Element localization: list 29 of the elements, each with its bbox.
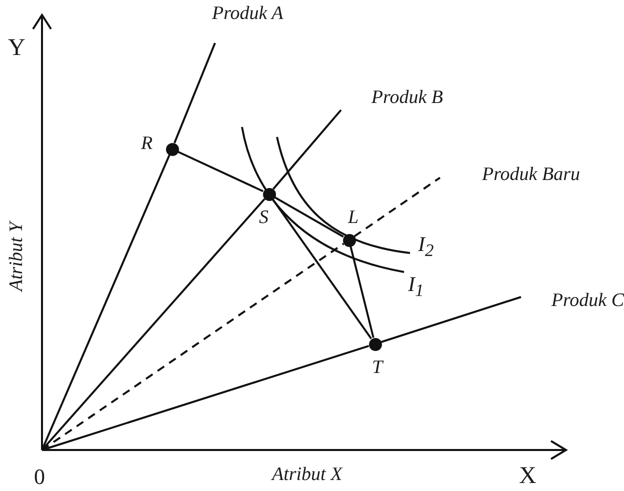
line	[41, 154, 170, 450]
axis-title: Atribut X	[272, 465, 342, 484]
curve-label: I$_{1}$	[408, 274, 424, 300]
line	[174, 42, 216, 144]
line	[274, 196, 344, 238]
point-dot	[262, 188, 276, 200]
point-dot	[166, 142, 178, 156]
line	[380, 296, 522, 343]
axis-label: Y	[8, 36, 26, 60]
line	[272, 198, 372, 340]
line	[350, 246, 374, 338]
point-label: R	[141, 134, 153, 153]
ray-label: Produk Baru	[482, 164, 580, 184]
point-label: T	[372, 358, 383, 377]
point-label: L	[348, 208, 359, 227]
line	[177, 150, 264, 192]
origin-label: 0	[34, 466, 45, 488]
point-dot	[368, 338, 382, 350]
curve-label: I$_{2}$	[418, 234, 434, 260]
ray-label: Produk A	[212, 4, 284, 23]
dashed-line	[354, 176, 441, 238]
axis-title: Atribut Y	[7, 222, 26, 292]
ray-label: Produk C	[551, 290, 624, 310]
ray-label: Produk B	[371, 88, 443, 106]
point-dot	[342, 234, 356, 246]
point-label: S	[259, 208, 268, 227]
axis-label: X	[519, 464, 536, 488]
dashed-line	[41, 242, 344, 451]
line	[272, 109, 342, 190]
